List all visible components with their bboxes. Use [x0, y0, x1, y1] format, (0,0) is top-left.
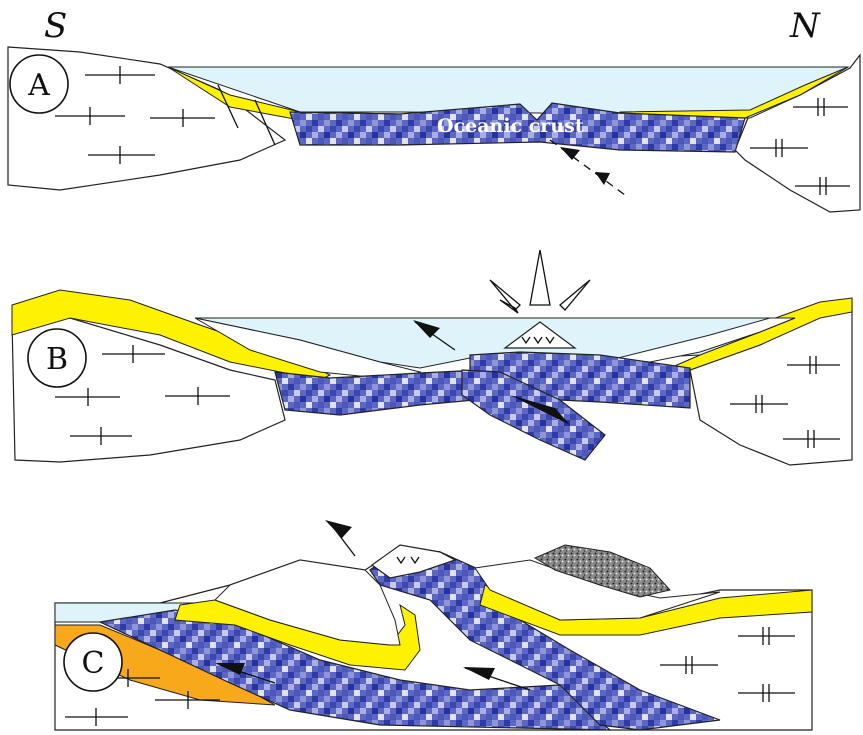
panel-b-label-circle [27, 328, 87, 388]
panel-c-basement-symbols-north [660, 627, 795, 702]
panel-a-north-continent [734, 53, 861, 213]
panel-b-eruption-plume [489, 249, 591, 314]
panel-a-fault-2 [254, 99, 276, 146]
panel-a-arrow-1 [560, 147, 580, 160]
panel-a-fault-1 [217, 84, 239, 129]
panel-c-basement-symbols-south [65, 669, 220, 726]
panel-c-arrow-2 [215, 663, 245, 675]
panel-c-limestone-fold [214, 559, 401, 646]
panel-b-volcano [503, 321, 577, 349]
panel-a-label-circle [9, 54, 69, 114]
panel-a-basement-symbols-north [750, 98, 850, 195]
panel-c-oceanic-crust-wedge [369, 547, 721, 731]
north-label: N [790, 6, 820, 46]
panel-a-south-continent [7, 46, 287, 191]
oceanic-crust-label: Oceanic crust [437, 115, 584, 137]
panel-c-label-circle [63, 632, 123, 692]
panel-b-volcanic-symbols [521, 336, 555, 345]
panel-b-subducting-slab [461, 369, 606, 461]
panel-a-oceanic-crust [289, 102, 746, 153]
panel-b-oceanic-crust-south [274, 369, 481, 416]
panel-b: B [11, 249, 853, 466]
panel-b-arrow-2 [510, 395, 570, 425]
panel-c-volcanic-symbols [396, 556, 420, 565]
panel-c-granular-deposit [533, 544, 671, 598]
panel-c-arrow-3 [463, 667, 495, 680]
panel-a-basement-symbols-south [55, 66, 215, 164]
panel-a-label: A [27, 68, 50, 103]
panel-b-label: B [46, 342, 68, 377]
panel-c-label: C [82, 646, 105, 681]
panel-b-basement-symbols-north [730, 356, 840, 448]
south-label: S [44, 6, 68, 46]
panel-b-arrow-1 [413, 320, 440, 338]
panel-a-arrow-2 [595, 172, 610, 185]
panel-c-arrow-1 [325, 520, 352, 538]
panel-c: C [54, 520, 813, 731]
panel-b-basement-symbols-south [55, 345, 230, 445]
panel-a: Oceanic crust A [7, 46, 861, 213]
